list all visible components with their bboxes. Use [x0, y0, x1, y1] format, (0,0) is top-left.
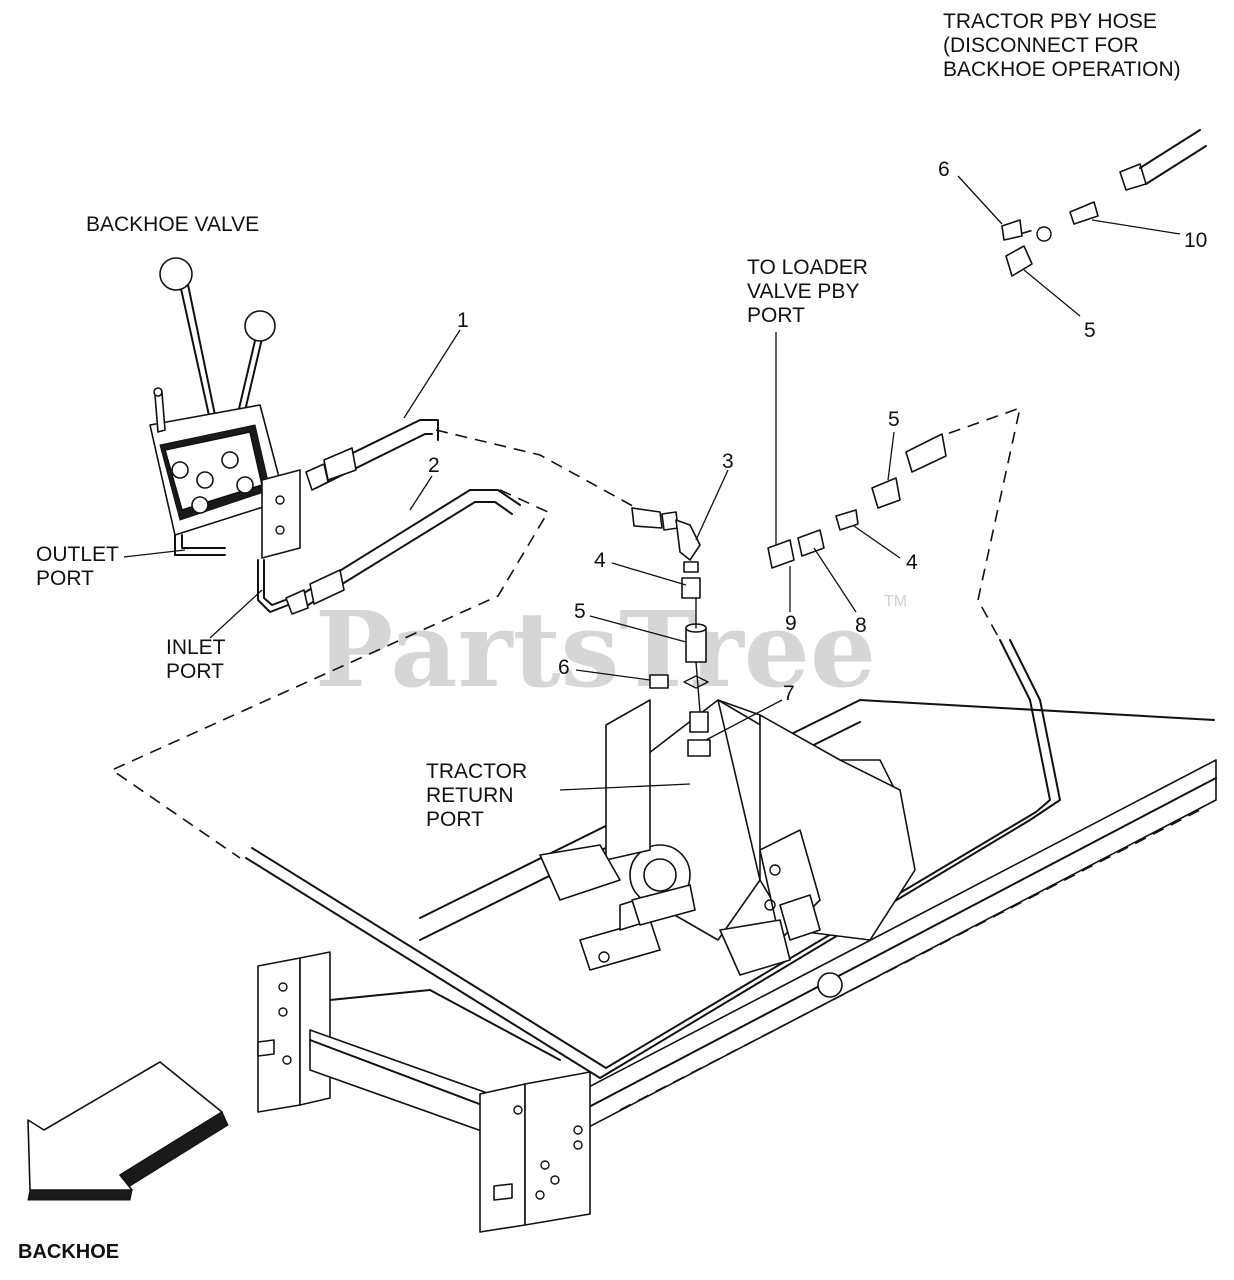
callout-7: 7 [783, 682, 795, 705]
callout-5-center: 5 [574, 600, 586, 623]
callout-5-right: 5 [888, 408, 900, 431]
callout-6-center: 6 [558, 656, 570, 679]
backhoe-valve-body [149, 257, 301, 613]
inlet-port-line-1: INLET [166, 636, 226, 659]
dashed-hose-routes [110, 227, 1041, 859]
callout-6-top: 6 [938, 158, 950, 181]
callout-4-right: 4 [906, 551, 918, 574]
callout-4-center: 4 [594, 549, 606, 572]
hose-1 [305, 419, 439, 491]
hose-2 [285, 489, 521, 615]
fitting-stack-right [767, 433, 947, 569]
tractor-pby-hose-line-1: TRACTOR PBY HOSE [943, 10, 1157, 33]
pump-housing [539, 699, 916, 998]
label-to-loader-valve: TO LOADER VALVE PBY PORT [747, 256, 868, 327]
label-tractor-pby-hose: TRACTOR PBY HOSE (DISCONNECT FOR BACKHOE… [943, 10, 1181, 81]
tractor-return-port-line-3: PORT [426, 808, 484, 831]
leader-lines [123, 175, 1181, 791]
backhoe-direction-arrow [27, 1061, 229, 1201]
watermark-tm: TM [884, 593, 907, 610]
outlet-port-line-1: OUTLET [36, 543, 119, 566]
tractor-return-port-line-1: TRACTOR [426, 760, 527, 783]
fitting-stack-center [631, 507, 711, 757]
label-inlet-port: INLET PORT [166, 636, 226, 683]
tractor-frame [245, 639, 1217, 1233]
to-loader-valve-line-3: PORT [747, 304, 805, 327]
label-tractor-return-port: TRACTOR RETURN PORT [426, 760, 527, 831]
callout-9: 9 [785, 612, 797, 635]
fitting-stack-top-right [1001, 129, 1207, 277]
to-loader-valve-line-1: TO LOADER [747, 256, 868, 279]
callout-8: 8 [855, 614, 867, 637]
callout-10: 10 [1184, 229, 1207, 252]
callout-2: 2 [428, 454, 440, 477]
parts-tree-watermark: PartsTree [315, 588, 876, 711]
callout-1: 1 [457, 309, 469, 332]
outlet-port-line-2: PORT [36, 567, 94, 590]
tractor-pby-hose-line-3: BACKHOE OPERATION) [943, 58, 1181, 81]
footer-title: BACKHOE [18, 1241, 119, 1263]
label-backhoe-valve: BACKHOE VALVE [86, 213, 259, 236]
callout-numbers: 6 10 5 1 2 3 5 4 4 5 6 9 8 7 [428, 158, 1207, 705]
callout-3: 3 [722, 450, 734, 473]
inlet-port-line-2: PORT [166, 660, 224, 683]
callout-5-top: 5 [1084, 319, 1096, 342]
to-loader-valve-line-2: VALVE PBY [747, 280, 859, 303]
tractor-return-port-line-2: RETURN [426, 784, 514, 807]
label-outlet-port: OUTLET PORT [36, 543, 119, 590]
tractor-pby-hose-line-2: (DISCONNECT FOR [943, 34, 1139, 57]
